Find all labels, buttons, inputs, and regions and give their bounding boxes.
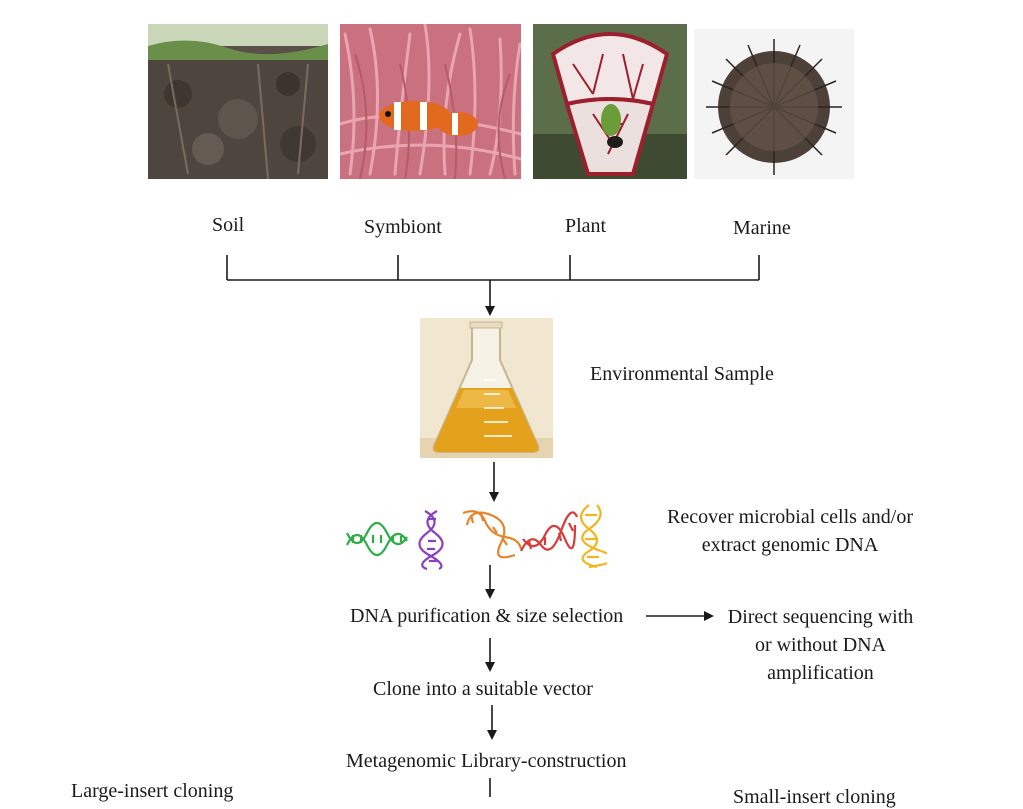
dna-strands-illustration bbox=[346, 504, 607, 570]
label-symbiont: Symbiont bbox=[364, 216, 442, 238]
dna-yellow-icon bbox=[579, 504, 607, 569]
label-recover-cells: Recover microbial cells and/or extract g… bbox=[655, 503, 925, 559]
label-clone-vector: Clone into a suitable vector bbox=[373, 678, 593, 700]
label-recover-line1: Recover microbial cells and/or bbox=[666, 506, 913, 528]
label-marine: Marine bbox=[733, 217, 791, 239]
flask-photo bbox=[420, 318, 553, 458]
label-environmental-sample: Environmental Sample bbox=[590, 363, 774, 385]
soil-photo bbox=[148, 24, 328, 179]
label-direct-line1: Direct sequencing with bbox=[727, 606, 914, 628]
label-direct-line3: amplification bbox=[767, 662, 874, 684]
label-purification: DNA purification & size selection bbox=[350, 605, 624, 627]
plant-photo bbox=[533, 24, 687, 179]
label-soil: Soil bbox=[212, 214, 245, 236]
label-large-insert: Large-insert cloning bbox=[71, 780, 234, 802]
label-small-insert: Small-insert cloning bbox=[733, 786, 896, 808]
label-direct-line2: or without DNA bbox=[754, 634, 887, 656]
symbiont-photo bbox=[340, 24, 521, 179]
label-library-construction: Metagenomic Library-construction bbox=[346, 750, 627, 772]
dna-red-icon bbox=[520, 511, 579, 552]
dna-green-icon bbox=[346, 521, 408, 557]
dna-orange-icon bbox=[462, 510, 523, 559]
label-recover-line2: extract genomic DNA bbox=[701, 534, 879, 556]
label-plant: Plant bbox=[565, 215, 607, 237]
label-direct-sequencing: Direct sequencing with or without DNA am… bbox=[718, 603, 923, 687]
marine-photo bbox=[694, 29, 854, 179]
dna-purple-icon bbox=[418, 510, 444, 570]
